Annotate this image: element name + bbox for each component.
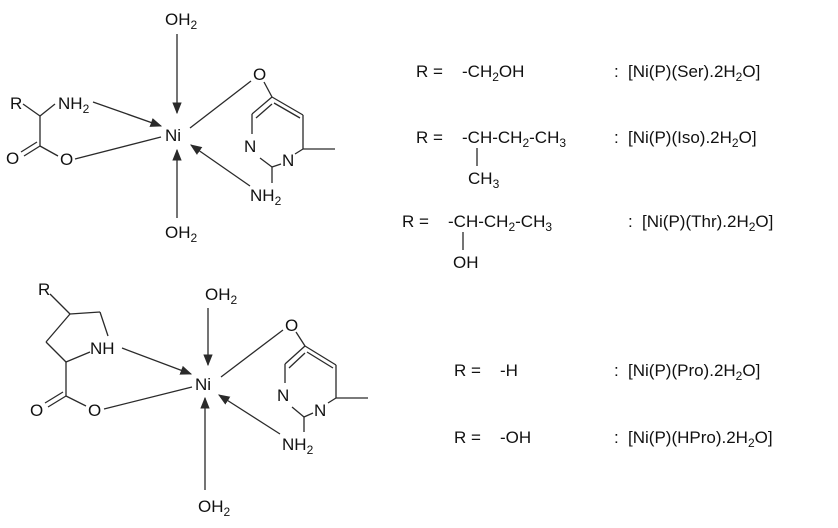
bottom-water-top-label: OH2	[205, 285, 238, 307]
bottom-ring-dbl-left	[288, 352, 306, 369]
legend-substituent-5: -OH	[500, 428, 531, 447]
top-bond-c-oester	[39, 145, 59, 157]
bottom-o-ring-label: O	[285, 316, 298, 335]
top-o-ester: O	[60, 150, 73, 169]
bottom-bond-r	[49, 293, 71, 315]
legend-compound-2: [Ni(P)(Iso).2H2O]	[628, 128, 757, 150]
legend-substituent-3: -CH-CH2-CH3	[448, 212, 552, 234]
top-water-bottom-label: OH2	[165, 223, 198, 245]
bottom-ni-label: Ni	[195, 375, 211, 394]
top-ring-c4-c5	[271, 96, 304, 116]
top-ring-c4-top	[251, 96, 273, 115]
top-complex: OH2 Ni OH2 R NH2 O O O N N	[6, 10, 335, 245]
legend-colon-1: :	[614, 62, 619, 81]
top-amino-label: NH2	[250, 186, 282, 208]
legend-r-5: R =	[454, 428, 481, 447]
legend-row-hpro: R = -OH : [Ni(P)(HPro).2H2O]	[454, 428, 773, 450]
bottom-ring-3	[65, 351, 91, 363]
legend-r-4: R =	[454, 361, 481, 380]
top-ni-label: Ni	[165, 126, 181, 145]
top-n1-label: N	[282, 151, 294, 170]
bottom-ring-c6-n1	[327, 397, 337, 404]
legend-row-thr: R = -CH-CH2-CH3 OH : [Ni(P)(Thr).2H2O]	[402, 212, 773, 272]
bottom-ring-c4-c5-dbl	[306, 351, 334, 369]
legend-branch-3: OH	[453, 253, 479, 272]
legend-substituent-2: -CH-CH2-CH3	[462, 128, 566, 150]
legend-row-ser: R = -CH2OH : [Ni(P)(Ser).2H2O]	[416, 62, 760, 84]
top-ring-n1-c2	[271, 163, 282, 168]
top-bond-c-o1	[23, 145, 41, 157]
legend-r-1: R =	[416, 62, 443, 81]
top-n2-label: N	[244, 137, 256, 156]
bottom-amino-label: NH2	[282, 435, 314, 457]
bottom-nh-label: NH	[90, 339, 115, 358]
bottom-ring-n1-c2	[303, 412, 314, 418]
bottom-ring-c2-n3	[291, 406, 305, 418]
legend-compound-3: [Ni(P)(Thr).2H2O]	[642, 212, 773, 234]
top-o-carboxyl: O	[6, 149, 19, 168]
legend-row-iso: R = -CH-CH2-CH3 CH3 : [Ni(P)(Iso).2H2O]	[416, 128, 757, 191]
top-ring-dbl-left	[255, 103, 273, 119]
bottom-oring-ni-bond	[220, 329, 284, 378]
bottom-n1-label: N	[314, 401, 326, 420]
top-nh2-label: NH2	[58, 94, 90, 116]
bottom-r-label: R	[38, 280, 50, 299]
bottom-bond-o-c4	[295, 331, 306, 347]
top-bond-r	[22, 103, 41, 117]
bottom-bond-c-oester	[65, 395, 87, 407]
legend-colon-5: :	[614, 428, 619, 447]
top-ring-c4-c5-dbl	[273, 102, 301, 119]
top-o-ring-label: O	[253, 65, 266, 84]
bottom-n-ni-arrow	[121, 347, 193, 375]
legend-compound-4: [Ni(P)(Pro).2H2O]	[628, 361, 760, 383]
top-bond-c-o2	[20, 141, 38, 153]
legend-colon-4: :	[614, 361, 619, 380]
legend-compound-1: [Ni(P)(Ser).2H2O]	[628, 62, 760, 84]
top-oring-ni-bond	[189, 80, 252, 129]
top-ring-c6-n1	[294, 148, 304, 155]
bottom-n2-label: N	[277, 386, 289, 405]
top-n-ni-arrow	[92, 101, 163, 127]
bottom-bond-c-o2	[44, 391, 64, 404]
top-water-top-label: OH2	[165, 10, 198, 32]
top-ring-c2-n3	[259, 157, 273, 168]
bottom-ring-5	[45, 313, 71, 343]
bottom-water-bottom-label: OH2	[198, 497, 231, 519]
bottom-o-ester: O	[88, 401, 101, 420]
legend-substituent-1: -CH2OH	[462, 62, 524, 84]
bottom-ring-2	[99, 311, 109, 337]
legend: R = -CH2OH : [Ni(P)(Ser).2H2O] R = -CH-C…	[402, 62, 773, 450]
bottom-amino-ni-arrow	[218, 394, 281, 435]
legend-compound-5: [Ni(P)(HPro).2H2O]	[628, 428, 773, 450]
top-bond-o-c4	[263, 81, 273, 98]
top-bond-ca-n	[39, 103, 56, 117]
legend-substituent-4: -H	[500, 361, 518, 380]
bottom-o-carboxyl: O	[30, 401, 43, 420]
bottom-bond-c-o1	[47, 395, 67, 408]
top-amino-ni-arrow	[190, 144, 251, 187]
bottom-ring-c4-c5	[304, 345, 337, 366]
top-r-label: R	[10, 94, 22, 113]
bottom-ring-1	[69, 311, 101, 315]
legend-branch-2: CH3	[468, 169, 500, 191]
bottom-ring-4	[45, 341, 67, 363]
bottom-o-ni-bond	[103, 386, 193, 410]
legend-r-3: R =	[402, 212, 429, 231]
bottom-complex: OH2 Ni OH2 R NH O O O N N	[30, 280, 368, 519]
legend-r-2: R =	[416, 128, 443, 147]
legend-colon-2: :	[614, 128, 619, 147]
top-o-ni-bond	[74, 136, 162, 160]
bottom-ring-c4-top	[284, 345, 306, 365]
legend-row-pro: R = -H : [Ni(P)(Pro).2H2O]	[454, 361, 760, 383]
legend-colon-3: :	[628, 212, 633, 231]
